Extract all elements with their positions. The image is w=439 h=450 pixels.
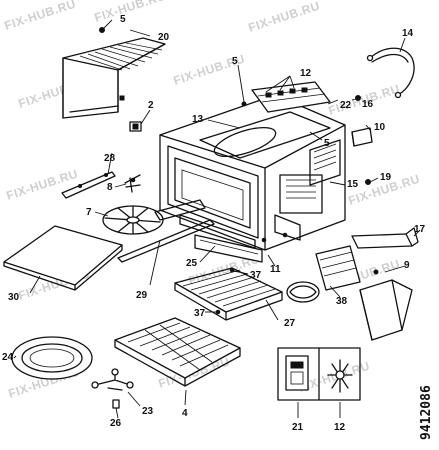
- detail-box: [277, 347, 361, 401]
- callout-29: 29: [136, 290, 148, 301]
- watermark: FIX-HUB.RU: [93, 0, 168, 25]
- callout-37: 37: [194, 308, 206, 319]
- part-side-bracket: [351, 227, 419, 249]
- callout-16: 16: [362, 99, 374, 110]
- callout-25: 25: [186, 258, 198, 269]
- callout-17: 17: [414, 224, 426, 235]
- callout-11: 11: [270, 264, 281, 275]
- callout-5: 5: [324, 138, 330, 149]
- part-block: [351, 127, 373, 147]
- watermark: FIX-HUB.RU: [3, 0, 78, 33]
- callout-38: 38: [336, 296, 348, 307]
- callout-7: 7: [86, 207, 92, 218]
- callout-30: 30: [8, 292, 20, 303]
- callout-12: 12: [334, 422, 346, 433]
- part-support-rail: [117, 199, 215, 263]
- part-turntable-plate: [11, 336, 93, 380]
- part-clip: [129, 109, 151, 132]
- callout-12: 12: [300, 68, 312, 79]
- callout-5: 5: [232, 56, 238, 67]
- callout-21: 21: [292, 422, 304, 433]
- callout-2: 2: [148, 100, 154, 111]
- part-cable: [366, 47, 415, 99]
- callout-8: 8: [107, 182, 113, 193]
- callout-26: 26: [110, 418, 122, 429]
- callout-20: 20: [158, 32, 170, 43]
- callout-9: 9: [404, 260, 410, 271]
- part-grill-tray: [114, 317, 241, 387]
- callout-28: 28: [104, 153, 116, 164]
- callout-27: 27: [284, 318, 296, 329]
- callout-15: 15: [347, 179, 359, 190]
- document-number: 9412086: [419, 385, 434, 440]
- part-angle-bracket: [359, 269, 413, 341]
- part-oven-cabinet: [159, 94, 346, 251]
- part-floor-tray: [194, 234, 263, 263]
- callout-19: 19: [380, 172, 392, 183]
- part-coupler: [112, 399, 120, 419]
- callout-10: 10: [374, 122, 386, 133]
- part-control-board: [241, 81, 331, 113]
- leader-lines: [13, 29, 421, 418]
- callout-22: 22: [340, 100, 352, 111]
- callout-4: 4: [182, 408, 188, 419]
- part-bracket: [124, 174, 141, 193]
- callout-37: 37: [250, 270, 262, 281]
- part-wire-rack: [174, 267, 283, 321]
- part-rod: [61, 171, 116, 199]
- part-screw: [365, 177, 379, 185]
- part-stirrer-fan: [102, 205, 164, 235]
- part-roller-ring: [286, 281, 320, 303]
- part-roller-support: [91, 368, 134, 391]
- part-outer-cover: [62, 37, 166, 119]
- watermark: FIX-HUB.RU: [247, 0, 322, 35]
- callout-14: 14: [402, 28, 414, 39]
- callout-5: 5: [120, 14, 126, 25]
- part-bottom-plate: [3, 225, 123, 291]
- callout-23: 23: [142, 406, 154, 417]
- callout-13: 13: [192, 114, 204, 125]
- callout-24: 24: [2, 352, 14, 363]
- part-screw: [99, 19, 113, 33]
- callout-labels: 5 20 2 5 12 14 22 16 13 10 5 28 8 15 19 …: [2, 14, 426, 433]
- part-cover-panel: [315, 245, 361, 291]
